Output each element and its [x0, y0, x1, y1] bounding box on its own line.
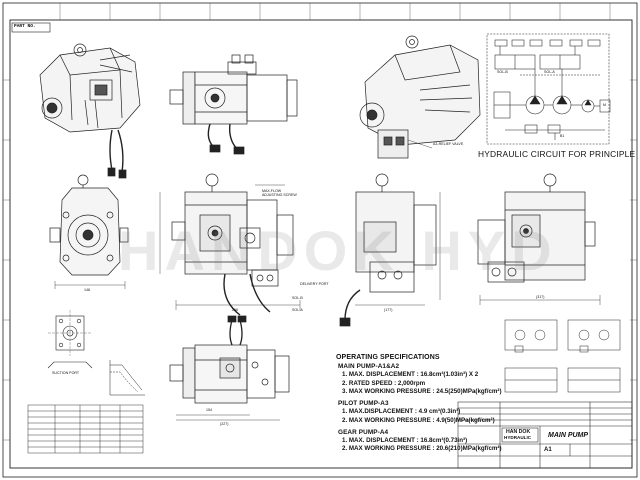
circuit-title: HYDRAULIC CIRCUIT FOR PRINCIPLE [478, 149, 636, 159]
inner-border [9, 19, 633, 469]
dim-154: 154 [206, 408, 212, 412]
right-elevation [339, 173, 441, 327]
dim-227: (227) [220, 422, 229, 426]
gear-pump-title: GEAR PUMP-A4 [338, 428, 389, 436]
main-pump-line-3: 3. MAX WORKING PRESSURE : 24.5(250)MPa(k… [342, 387, 502, 395]
company-name-line1: HAN DOK [506, 429, 531, 435]
label-suction-port: SUCTION PORT [52, 371, 80, 375]
suction-flange-detail [47, 310, 93, 369]
gear-pump-line-2: 2. MAX WORKING PRESSURE : 20.6(210)MPa(k… [342, 445, 502, 453]
main-pump-title: MAIN PUMP-A1&A2 [338, 363, 400, 370]
pilot-pump-line-2: 2. MAX WORKING PRESSURE : 4.9(50)MPa(kgf… [342, 416, 495, 424]
label-sol-a: SOL-A [292, 308, 303, 312]
pq-graph [109, 360, 145, 396]
part-tag: PART NO. [14, 24, 36, 29]
iso-view-2 [359, 35, 481, 159]
circuit-label-sol-b: SOL-B [497, 70, 508, 74]
main-pump-line-1: 1. MAX. DISPLACEMENT : 16.8cm³(1.03in³) … [342, 371, 479, 379]
label-delivery-port: DELIVERY PORT [300, 282, 329, 286]
pilot-pump-title: PILOT PUMP-A3 [338, 400, 389, 408]
spec-heading: OPERATING SPECIFICATIONS [336, 354, 440, 361]
drawing-title: MAIN PUMP [548, 432, 589, 439]
label-max-flow: MAX.FLOW ADJUSTING SCREW [262, 189, 297, 197]
bottom-plan-view [169, 315, 290, 421]
detail-views [504, 319, 621, 393]
title-block [457, 401, 633, 469]
far-right-elevation [477, 173, 601, 305]
side-view-top [169, 54, 298, 155]
gear-pump-line-1: 1. MAX. DISPLACEMENT : 16.8cm³(0.73in³) [342, 437, 468, 445]
watermark: HANDOK HYD [118, 219, 558, 282]
dim-177: (177) [384, 308, 393, 312]
hydraulic-circuit [486, 33, 611, 145]
dim-266: 266 [232, 308, 238, 312]
pilot-pump-line-1: 1. MAX.DISPLACEMENT : 4.9 cm³(0.3in³) [342, 408, 461, 416]
main-elevation [159, 173, 301, 316]
part-tag-box [11, 22, 51, 33]
dim-148: 148 [84, 288, 90, 292]
circuit-label-m: M [603, 103, 606, 107]
zone-ticks [3, 3, 637, 441]
front-view-left [49, 174, 129, 289]
operating-specifications: OPERATING SPECIFICATIONS MAIN PUMP-A1&A2… [336, 354, 506, 453]
iso-view-1 [39, 43, 141, 179]
circuit-label-sol-a: SOL-A [544, 70, 555, 74]
label-sol-b: SOL-B [292, 296, 303, 300]
circuit-label-b1: B1 [560, 134, 565, 138]
spec-table [27, 404, 144, 454]
main-pump-line-2: 2. RATED SPEED : 2,000rpm [342, 379, 426, 387]
sheet-size: A1 [544, 447, 552, 453]
company-name-line2: HYDRAULIC [504, 435, 532, 440]
dim-317: (317) [536, 295, 545, 299]
label-a3-relief-valve: A3-RELIEF VALVE [433, 142, 464, 146]
